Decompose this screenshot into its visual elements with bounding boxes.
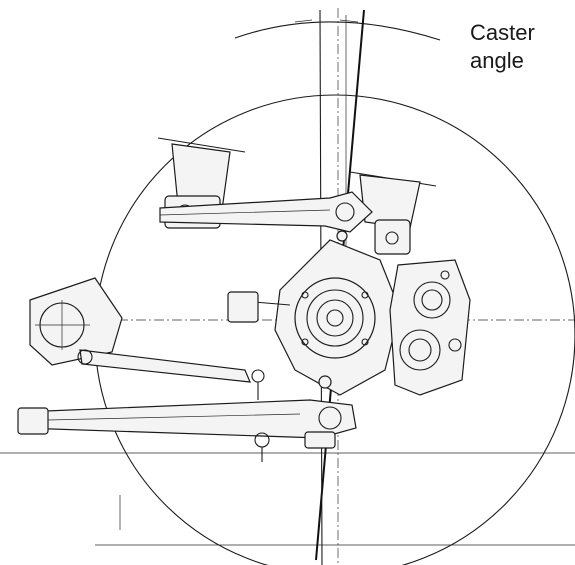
ball-joints bbox=[318, 230, 348, 389]
steering-rack-mount bbox=[29, 277, 123, 366]
caster-label-line2: angle bbox=[470, 48, 524, 73]
brake-caliper bbox=[389, 259, 471, 396]
caster-label-line1: Caster bbox=[470, 20, 535, 45]
upper-control-arm bbox=[159, 191, 373, 233]
upper-arm-mount-right bbox=[349, 171, 437, 255]
tie-rod bbox=[77, 349, 265, 400]
caster-angle-arc bbox=[234, 19, 441, 41]
lower-control-arm bbox=[17, 399, 357, 462]
steering-knuckle bbox=[227, 239, 401, 396]
